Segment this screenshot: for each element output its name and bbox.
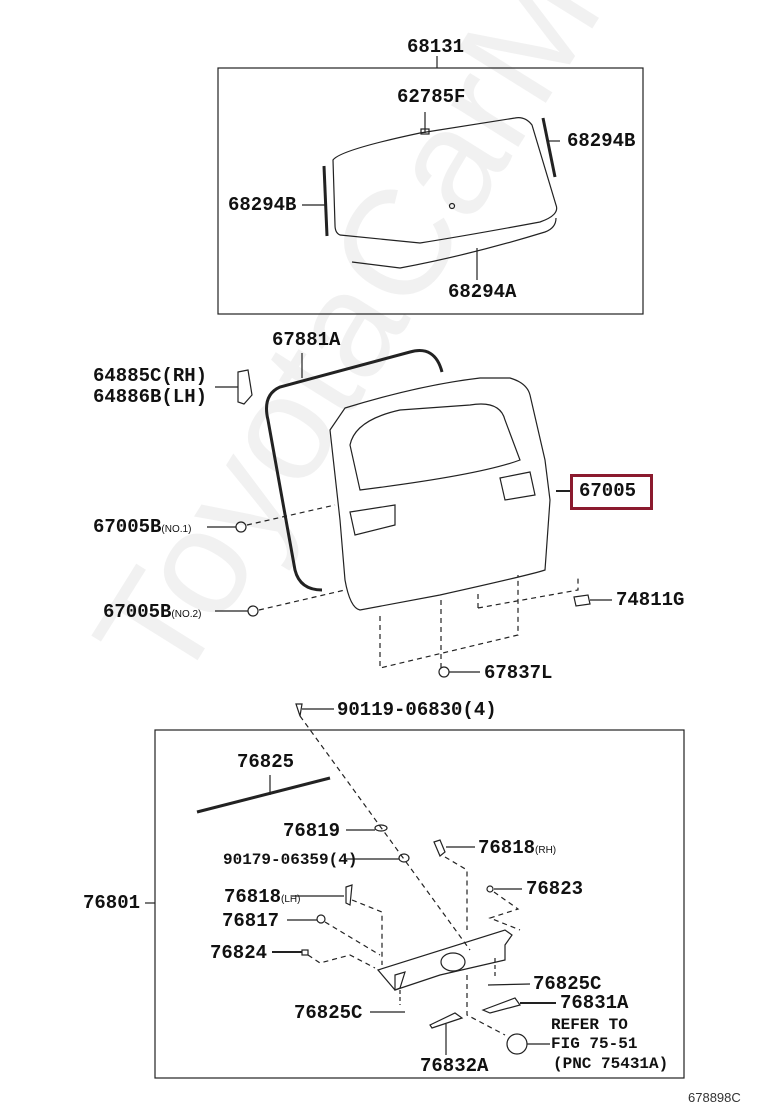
part-number: 76818 [224,886,282,908]
side-note: (RH) [535,845,557,856]
upper-molding [196,776,331,814]
label-67881a: 67881A [272,329,341,351]
hinge-note: (NO.1) [161,524,192,535]
label-76824: 76824 [210,942,268,964]
label-68294b-left: 68294B [228,194,297,216]
label-76818-rh: 76818(RH) [478,838,556,861]
label-68294a: 68294A [448,281,517,303]
label-90119: 90119-06830(4) [337,699,497,721]
lower-molding [351,217,557,269]
back-glass [332,117,558,244]
garnish-group-frame [154,729,685,1079]
label-64885c: 64885C(RH) [93,366,207,386]
side-note: (LH) [161,386,208,408]
label-90179: 90179-06359(4) [223,851,358,869]
glass-group-frame [217,67,644,315]
weatherstrip [265,349,444,592]
hinge-note: (NO.2) [171,609,202,620]
part-number: 64886B [93,386,162,408]
label-76825c-left: 76825C [294,1002,363,1024]
label-76818-lh: 76818(LH) [224,887,300,910]
highlight-box [570,474,653,510]
part-number: 64885C [93,365,162,387]
label-76823: 76823 [526,878,584,900]
label-76817: 76817 [222,910,280,932]
side-note: (LH) [281,894,301,905]
part-number: 67005B [103,601,172,623]
label-64886b: 64886B(LH) [93,387,207,407]
label-76825c-right: 76825C [533,973,602,995]
back-door-panel [329,377,551,611]
label-76819: 76819 [283,820,341,842]
label-68294b-right: 68294B [567,130,636,152]
label-74811g: 74811G [616,589,685,611]
label-67005[interactable]: 67005 [579,480,637,502]
refer-note-line3: (PNC 75431A) [553,1055,669,1073]
label-67837l: 67837L [484,662,553,684]
label-76832a: 76832A [420,1055,489,1077]
part-number: 67005B [93,516,162,538]
side-note: (RH) [161,365,208,387]
label-67005b-no1: 67005B(NO.1) [93,517,191,540]
label-67005b-no2: 67005B(NO.2) [103,602,201,625]
label-76801: 76801 [83,892,141,914]
label-62785f: 62785F [397,86,466,108]
part-number: 76818 [478,837,536,859]
garnish-panel [376,929,513,991]
label-76825: 76825 [237,751,295,773]
refer-note-line1: REFER TO [551,1016,628,1034]
emblem [506,1033,528,1055]
figure-code: 678898C [688,1090,741,1105]
label-76831a: 76831A [560,992,629,1014]
label-68131: 68131 [407,36,465,58]
refer-note-line2[interactable]: FIG 75-51 [551,1035,638,1053]
